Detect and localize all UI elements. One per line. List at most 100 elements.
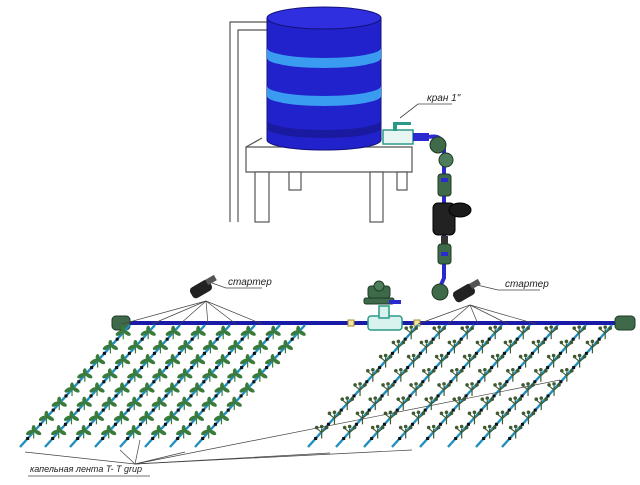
emitter [115, 394, 118, 397]
emitter [490, 366, 493, 369]
valve-label: кран 1" [427, 93, 461, 104]
emitter [241, 338, 244, 341]
emitter [214, 423, 217, 426]
emitter [409, 394, 412, 397]
emitter [202, 409, 205, 412]
emitter [52, 409, 55, 412]
emitter [77, 409, 80, 412]
water-tank-icon [267, 7, 381, 150]
emitter [102, 380, 105, 383]
emitter [454, 437, 457, 440]
emitter [278, 352, 281, 355]
emitter [265, 366, 268, 369]
starter-label-right: стартер [505, 279, 549, 290]
emitter [126, 437, 129, 440]
starter-connector-icon-right [451, 279, 480, 304]
emitter [151, 437, 154, 440]
emitter [393, 380, 396, 383]
emitter [396, 409, 399, 412]
emitter [559, 352, 562, 355]
emitter [65, 394, 68, 397]
emitter [115, 366, 118, 369]
emitter [521, 423, 524, 426]
field-right [308, 325, 612, 447]
emitter [26, 437, 29, 440]
emitter [227, 409, 230, 412]
emitter [365, 380, 368, 383]
emitter [340, 409, 343, 412]
emitter [203, 352, 206, 355]
emitter [176, 437, 179, 440]
emitter [495, 423, 498, 426]
field-left [20, 325, 307, 447]
emitter [266, 338, 269, 341]
emitter [353, 394, 356, 397]
main-tee-connector [348, 306, 420, 330]
emitter [102, 409, 105, 412]
emitter [177, 380, 180, 383]
emitter [531, 352, 534, 355]
emitter [370, 437, 373, 440]
tape-pointers [25, 380, 560, 464]
emitter [572, 366, 575, 369]
emitter [546, 366, 549, 369]
emitter [166, 338, 169, 341]
emitter [518, 366, 521, 369]
emitter [421, 380, 424, 383]
emitter [240, 366, 243, 369]
emitter [164, 423, 167, 426]
end-cap-icon-right [615, 316, 635, 330]
emitter [152, 380, 155, 383]
emitter [77, 380, 80, 383]
tape-label: капельная лента T- T grup [30, 464, 142, 474]
emitter [411, 423, 414, 426]
emitter [165, 366, 168, 369]
emitter [152, 409, 155, 412]
emitter [503, 352, 506, 355]
emitter [404, 338, 407, 341]
emitter [368, 409, 371, 412]
emitter [391, 352, 394, 355]
emitter [39, 423, 42, 426]
emitter [462, 366, 465, 369]
emitter [127, 380, 130, 383]
emitter [116, 338, 119, 341]
emitter [544, 338, 547, 341]
drip-tape [448, 325, 558, 447]
emitter [342, 437, 345, 440]
emitter [449, 380, 452, 383]
emitter [189, 423, 192, 426]
emitter [90, 394, 93, 397]
drip-tape [70, 325, 180, 447]
emitter [447, 352, 450, 355]
emitter [559, 380, 562, 383]
emitter [314, 437, 317, 440]
drip-tape [420, 325, 530, 447]
emitter [215, 394, 218, 397]
elbow-fitting-lower [432, 284, 448, 300]
drip-tape [45, 325, 155, 447]
emitter [426, 437, 429, 440]
emitter [190, 394, 193, 397]
starter-pointers-left [122, 301, 262, 324]
emitter [216, 338, 219, 341]
emitter [465, 394, 468, 397]
emitter [355, 423, 358, 426]
emitter [572, 338, 575, 341]
disc-filter-icon [433, 203, 471, 246]
emitter [228, 352, 231, 355]
emitter [378, 366, 381, 369]
emitter [190, 366, 193, 369]
emitter [475, 352, 478, 355]
emitter [516, 338, 519, 341]
emitter [480, 409, 483, 412]
emitter [437, 394, 440, 397]
emitter [482, 437, 485, 440]
emitter [419, 352, 422, 355]
emitter [201, 437, 204, 440]
emitter [153, 352, 156, 355]
emitter [252, 380, 255, 383]
emitter [202, 380, 205, 383]
drip-tape [502, 325, 612, 447]
